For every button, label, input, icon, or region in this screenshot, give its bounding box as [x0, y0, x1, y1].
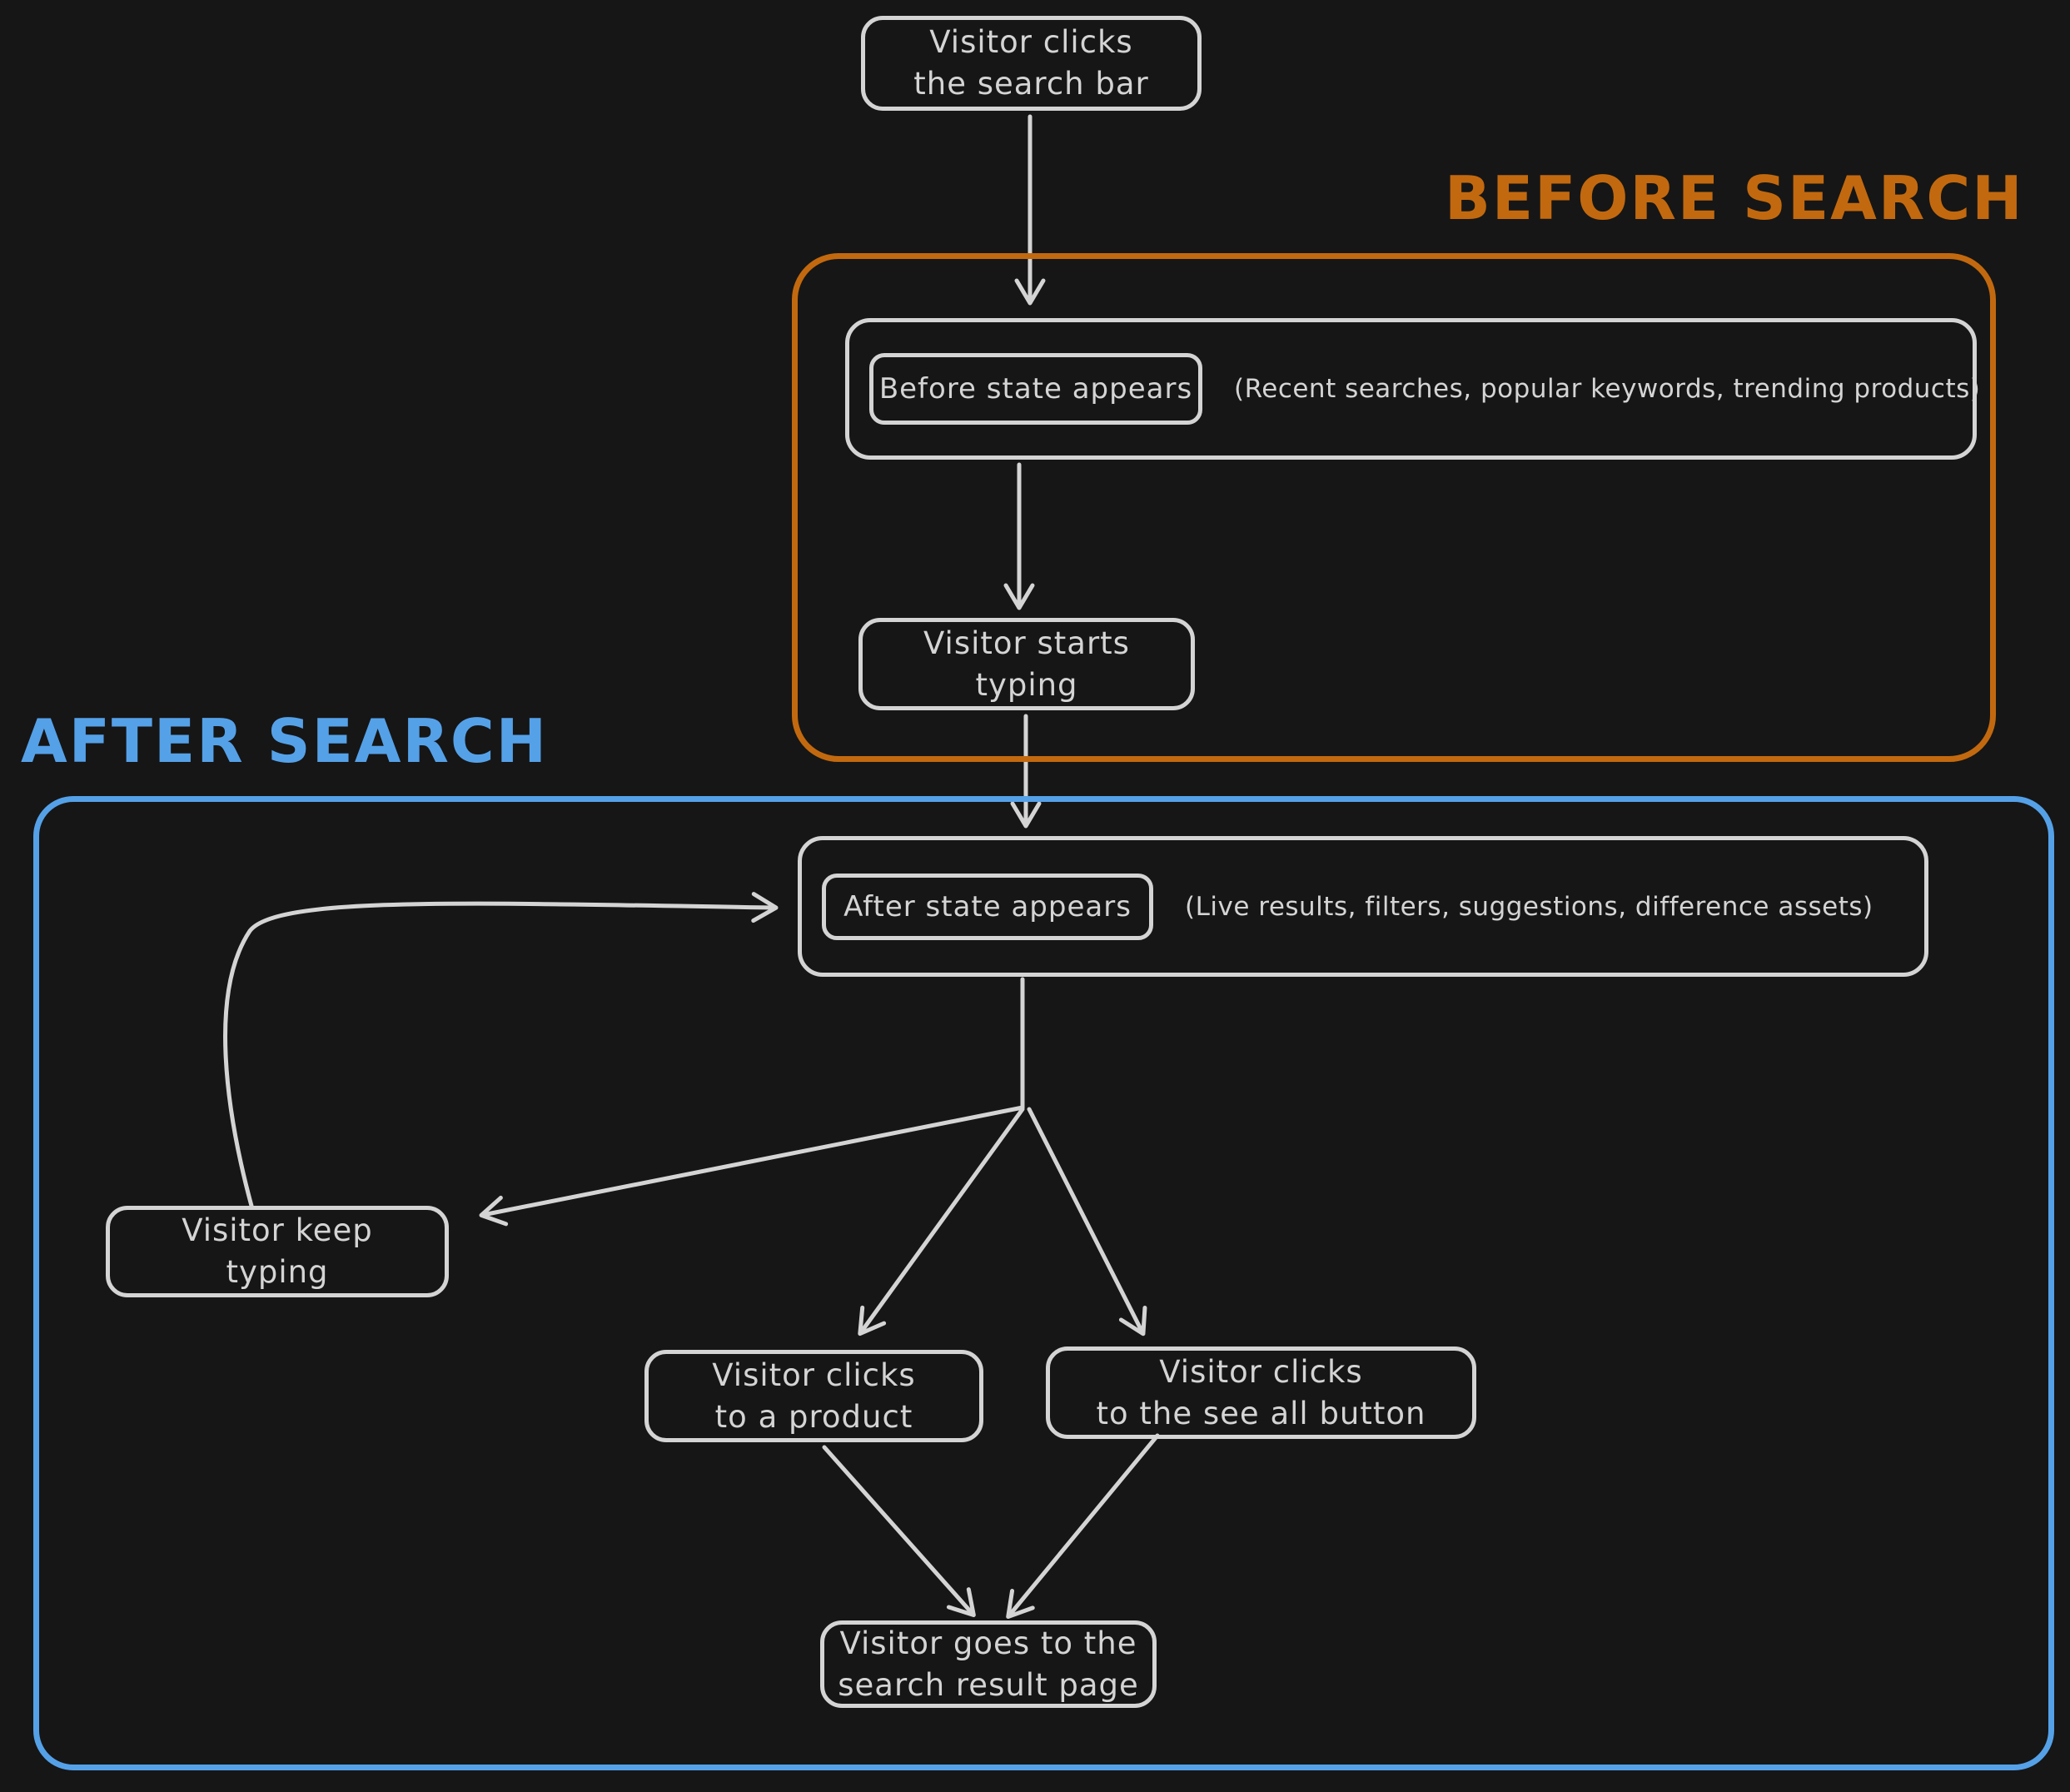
node-before-state-row: Before state appears (Recent searches, p… — [845, 318, 1981, 460]
node-visitor-starts-typing: Visitor starts typing — [858, 618, 1195, 710]
before-state-pill: Before state appears — [869, 353, 1202, 425]
before-search-title: BEFORE SEARCH — [1445, 163, 2024, 233]
node-visitor-clicks-search-bar: Visitor clicks the search bar — [861, 16, 1202, 111]
after-state-pill: After state appears — [822, 873, 1153, 940]
node-visitor-goes-to-result-page: Visitor goes to the search result page — [820, 1620, 1157, 1708]
before-search-group-frame — [792, 253, 1996, 762]
after-search-group-frame — [33, 796, 2054, 1770]
node-visitor-keep-typing: Visitor keep typing — [106, 1206, 449, 1297]
after-search-title: AFTER SEARCH — [21, 706, 549, 776]
node-visitor-clicks-see-all: Visitor clicks to the see all button — [1046, 1346, 1476, 1439]
before-state-note: (Recent searches, popular keywords, tren… — [1234, 374, 1981, 404]
after-state-note: (Live results, filters, suggestions, dif… — [1185, 891, 1873, 922]
node-visitor-clicks-product: Visitor clicks to a product — [644, 1350, 983, 1442]
node-after-state-row: After state appears (Live results, filte… — [798, 836, 1928, 977]
